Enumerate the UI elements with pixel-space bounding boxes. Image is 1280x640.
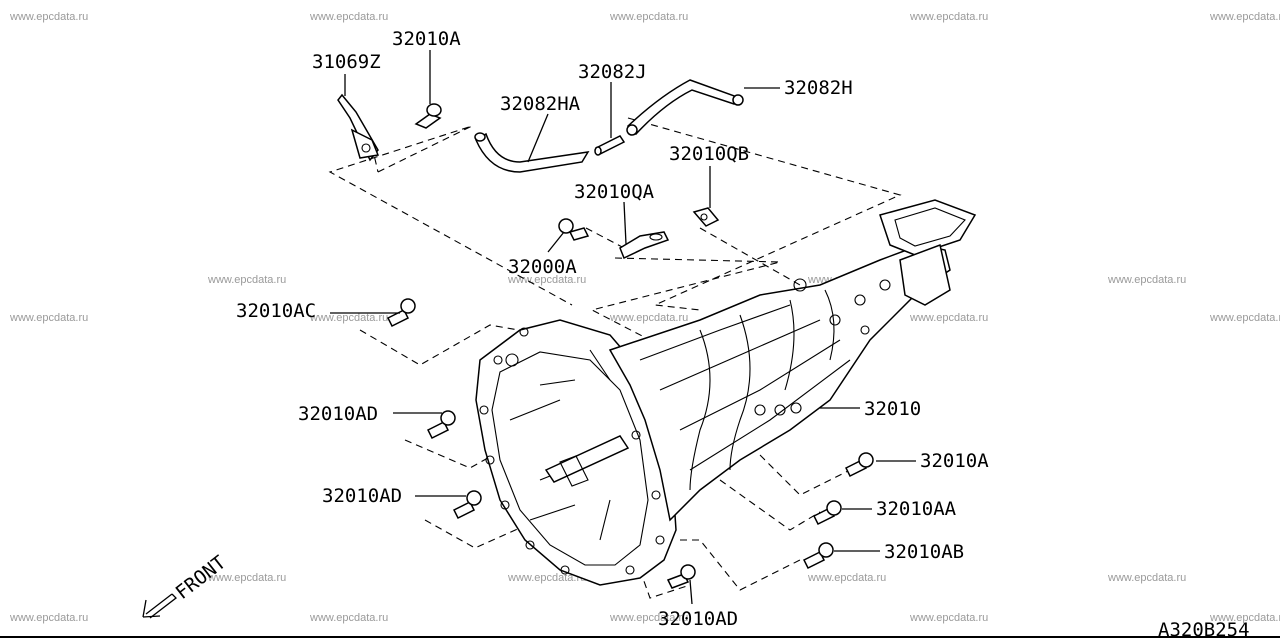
leader-lines <box>330 50 916 605</box>
fitting-32082J <box>594 135 626 156</box>
label-32010AD-3: 32010AD <box>658 608 738 630</box>
watermark: www.epcdata.ru <box>609 11 688 23</box>
label-32010AD-1: 32010AD <box>298 403 378 425</box>
watermark: www.epcdata.ru <box>1209 312 1280 324</box>
label-32010AA: 32010AA <box>876 498 957 520</box>
bolt-32010A-right <box>844 452 874 478</box>
watermark: www.epcdata.ru <box>309 312 388 324</box>
bolt-32010AB <box>802 542 834 570</box>
label-32010: 32010 <box>864 398 921 420</box>
watermark: www.epcdata.ru <box>9 612 88 624</box>
label-31069Z: 31069Z <box>312 51 381 73</box>
watermark: www.epcdata.ru <box>1107 274 1186 286</box>
watermark: www.epcdata.ru <box>507 274 586 286</box>
clip-32010QB <box>692 207 720 227</box>
watermark: www.epcdata.ru <box>609 312 688 324</box>
bolt-32010AA <box>812 500 842 526</box>
watermark: www.epcdata.ru <box>909 612 988 624</box>
watermark: www.epcdata.ru <box>909 312 988 324</box>
watermark: www.epcdata.ru <box>609 612 688 624</box>
bolt-32010AD-1 <box>426 410 456 440</box>
part-labels: 31069Z 32010A 32082J 32082H 32082HA 3201… <box>236 28 989 630</box>
label-32010A-top: 32010A <box>392 28 461 50</box>
watermark: www.epcdata.ru <box>507 572 586 584</box>
label-32010AC: 32010AC <box>236 300 316 322</box>
label-32010A-right: 32010A <box>920 450 989 472</box>
hose-32082H <box>626 79 744 136</box>
watermark: www.epcdata.ru <box>309 612 388 624</box>
label-32010AD-2: 32010AD <box>322 485 402 507</box>
watermark: www.epcdata.ru <box>807 572 886 584</box>
watermark: www.epcdata.ru <box>207 572 286 584</box>
bolt-32010AD-2 <box>452 490 482 520</box>
diagram-code: A320B254 <box>1158 619 1250 640</box>
watermark: www.epcdata.ru <box>9 312 88 324</box>
label-32082J: 32082J <box>578 61 647 83</box>
front-direction-indicator: FRONT <box>142 551 230 619</box>
watermark: www.epcdata.ru <box>309 11 388 23</box>
watermark: www.epcdata.ru <box>207 274 286 286</box>
label-32000A: 32000A <box>508 256 577 278</box>
transmission-assembly-32010 <box>475 199 977 586</box>
watermark: www.epcdata.ru <box>1209 11 1280 23</box>
label-32010QB: 32010QB <box>669 143 749 165</box>
label-32082HA: 32082HA <box>500 93 581 115</box>
bolt-32000A <box>558 218 590 241</box>
label-32082H: 32082H <box>784 77 853 99</box>
label-32010AB: 32010AB <box>884 541 964 563</box>
watermark: www.epcdata.ru <box>9 11 88 23</box>
watermark: www.epcdata.ru <box>1107 572 1186 584</box>
watermark: www.epcdata.ru <box>1209 612 1280 624</box>
bolt-32010AC <box>386 298 416 328</box>
bolt-32010AD-3 <box>666 564 696 589</box>
front-arrow-icon <box>145 593 173 615</box>
hose-32082HA <box>474 132 590 173</box>
bracket-31069Z <box>337 93 380 162</box>
clip-32010QA <box>619 231 670 260</box>
watermark: www.epcdata.ru <box>909 11 988 23</box>
bolt-32010A-top <box>414 103 442 129</box>
label-32010QA: 32010QA <box>574 181 655 203</box>
